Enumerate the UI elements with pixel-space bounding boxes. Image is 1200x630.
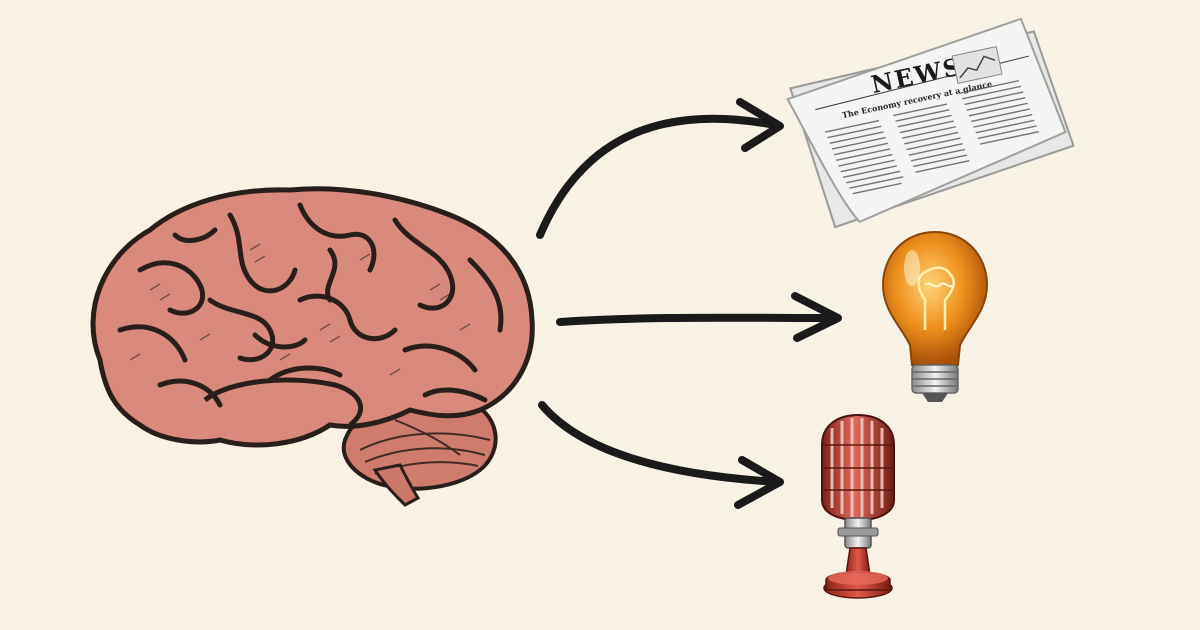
brain-illustration	[90, 186, 535, 507]
brain-stem-shape	[372, 463, 421, 507]
lightbulb-icon	[881, 230, 989, 402]
arrow-to-newspaper	[536, 98, 784, 239]
microphone-icon	[821, 413, 895, 599]
bulb-glass	[881, 230, 989, 366]
arrow-to-microphone	[538, 401, 784, 509]
newspaper-icon: NEWS The Economy recovery at a glance	[786, 17, 1075, 229]
arrow-to-lightbulb	[556, 292, 842, 342]
cerebrum-shape	[90, 186, 535, 448]
